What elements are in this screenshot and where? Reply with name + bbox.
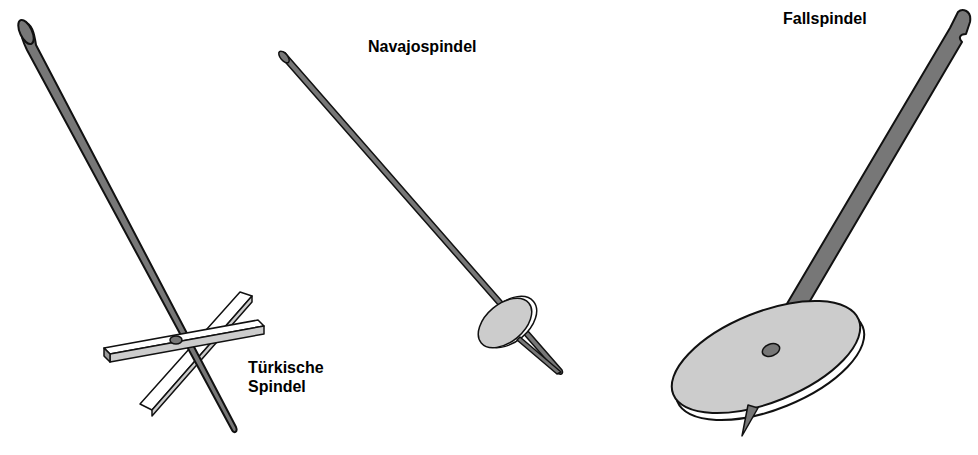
drop-spindle [656,10,970,443]
navajo-spindle [277,49,563,374]
spindle-label: Fallspindel [783,9,867,28]
turkish-spindle [15,18,264,432]
spindle-label: Navajospindel [368,37,476,56]
spindle-label: Türkische Spindel [248,358,348,396]
